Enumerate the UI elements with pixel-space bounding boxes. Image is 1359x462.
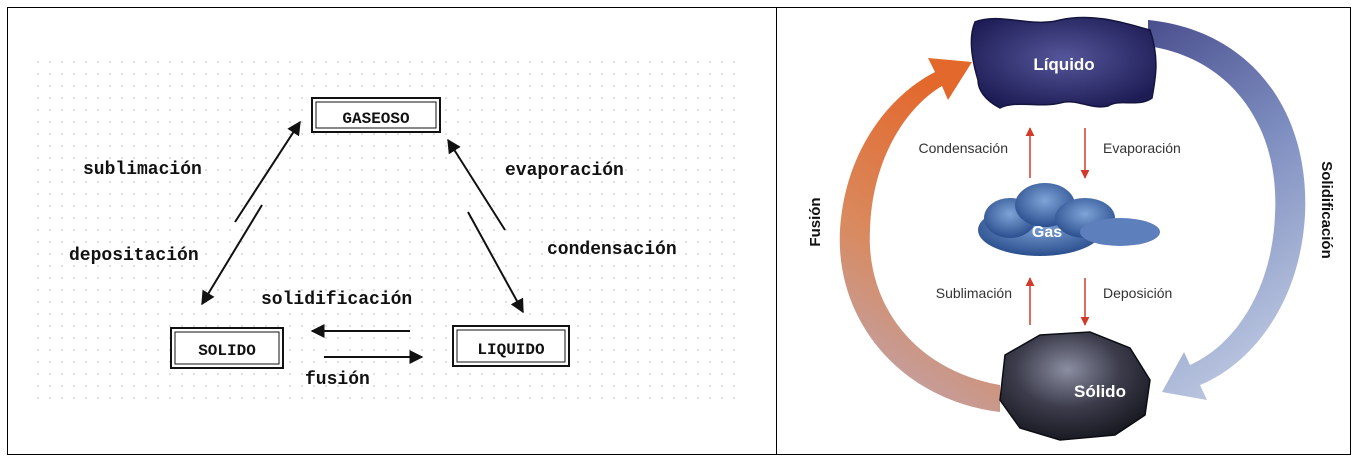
label-condensacion-right: Condensación	[918, 140, 1008, 156]
label-depositacion: depositación	[69, 246, 199, 266]
label-evaporacion: evaporación	[505, 161, 624, 181]
arrow-condensation	[467, 211, 524, 314]
label-sublimacion-right: Sublimación	[936, 285, 1012, 301]
state-label-solido-right: Sólido	[1074, 382, 1126, 401]
solidification-cycle-arrow	[1148, 20, 1306, 400]
state-label-gaseoso: GASEOSO	[342, 110, 410, 128]
label-fusion: fusión	[305, 370, 370, 390]
state-label-gas-right: Gas	[1032, 224, 1062, 241]
fusion-cycle-arrow	[839, 58, 1000, 412]
label-evaporacion-right: Evaporación	[1103, 140, 1181, 156]
state-label-solido: SOLIDO	[198, 342, 256, 360]
arrow-deposition	[201, 204, 263, 306]
label-condensacion: condensación	[547, 240, 677, 260]
label-sublimacion: sublimación	[83, 160, 202, 180]
label-fusion-right: Fusión	[807, 197, 824, 246]
state-box-liquido: LIQUIDO	[452, 325, 570, 367]
outer-frame	[7, 7, 1351, 455]
liquid-blob	[970, 16, 1157, 109]
gas-cloud	[978, 183, 1160, 256]
arrow-evaporation	[447, 138, 506, 231]
label-solidificacion: solidificación	[261, 290, 412, 310]
state-label-liquido: LIQUIDO	[477, 341, 545, 359]
state-box-gaseoso: GASEOSO	[311, 97, 441, 133]
label-solidificacion-right: Solidificación	[1318, 161, 1335, 259]
label-deposicion-right: Deposición	[1103, 285, 1172, 301]
panel-divider	[776, 7, 777, 455]
solid-rock	[999, 331, 1151, 441]
state-box-solido: SOLIDO	[170, 327, 284, 369]
arrow-sublimation	[234, 120, 301, 223]
state-label-liquido-right: Líquido	[1033, 55, 1094, 74]
